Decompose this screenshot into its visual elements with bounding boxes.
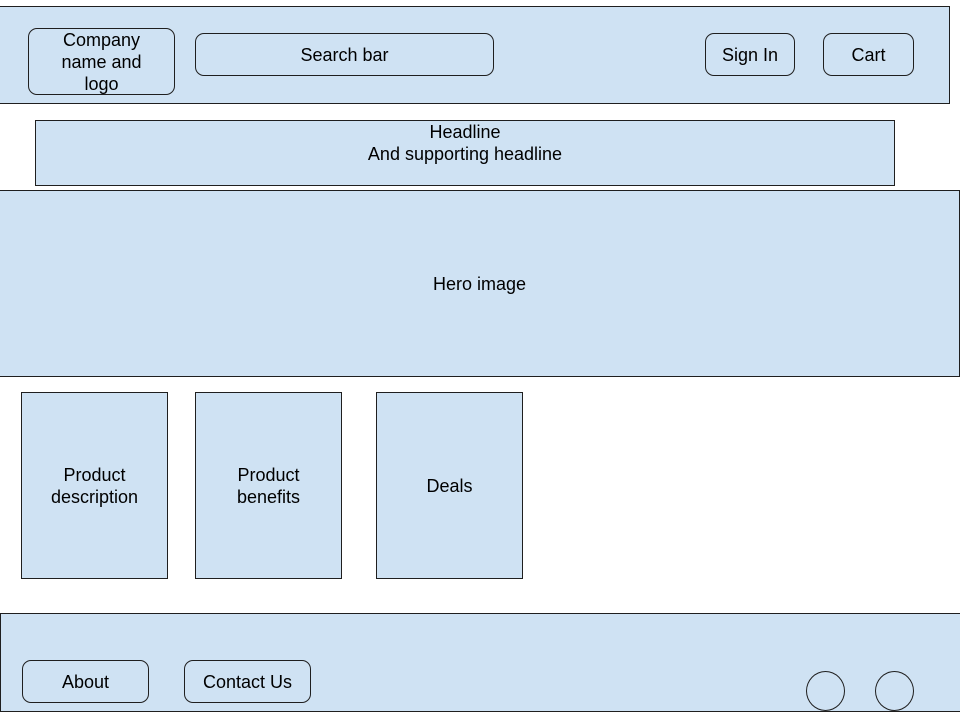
social-icon[interactable]	[806, 671, 845, 711]
product-description-card[interactable]: Product description	[21, 392, 168, 579]
hero-image: Hero image	[0, 190, 960, 377]
contact-us-label: Contact Us	[202, 671, 293, 692]
search-bar[interactable]: Search bar	[195, 33, 494, 76]
headline-section: Headline And supporting headline	[35, 120, 895, 186]
sign-in-label: Sign In	[721, 44, 779, 65]
contact-us-button[interactable]: Contact Us	[184, 660, 311, 703]
cart-label: Cart	[851, 44, 886, 65]
deals-card[interactable]: Deals	[376, 392, 523, 579]
product-benefits-label: Product benefits	[236, 464, 301, 507]
footer-bar	[0, 613, 960, 712]
hero-image-label: Hero image	[432, 273, 527, 294]
company-logo[interactable]: Company name and logo	[28, 28, 175, 95]
social-icon[interactable]	[875, 671, 914, 711]
sign-in-button[interactable]: Sign In	[705, 33, 795, 76]
deals-label: Deals	[426, 475, 473, 496]
search-bar-label: Search bar	[300, 44, 389, 65]
headline-subtitle: And supporting headline	[367, 144, 563, 164]
product-description-label: Product description	[50, 464, 139, 507]
headline-title: Headline	[429, 122, 501, 142]
about-button[interactable]: About	[22, 660, 149, 703]
product-benefits-card[interactable]: Product benefits	[195, 392, 342, 579]
about-label: About	[61, 671, 110, 692]
cart-button[interactable]: Cart	[823, 33, 914, 76]
company-logo-label: Company name and logo	[61, 29, 142, 94]
